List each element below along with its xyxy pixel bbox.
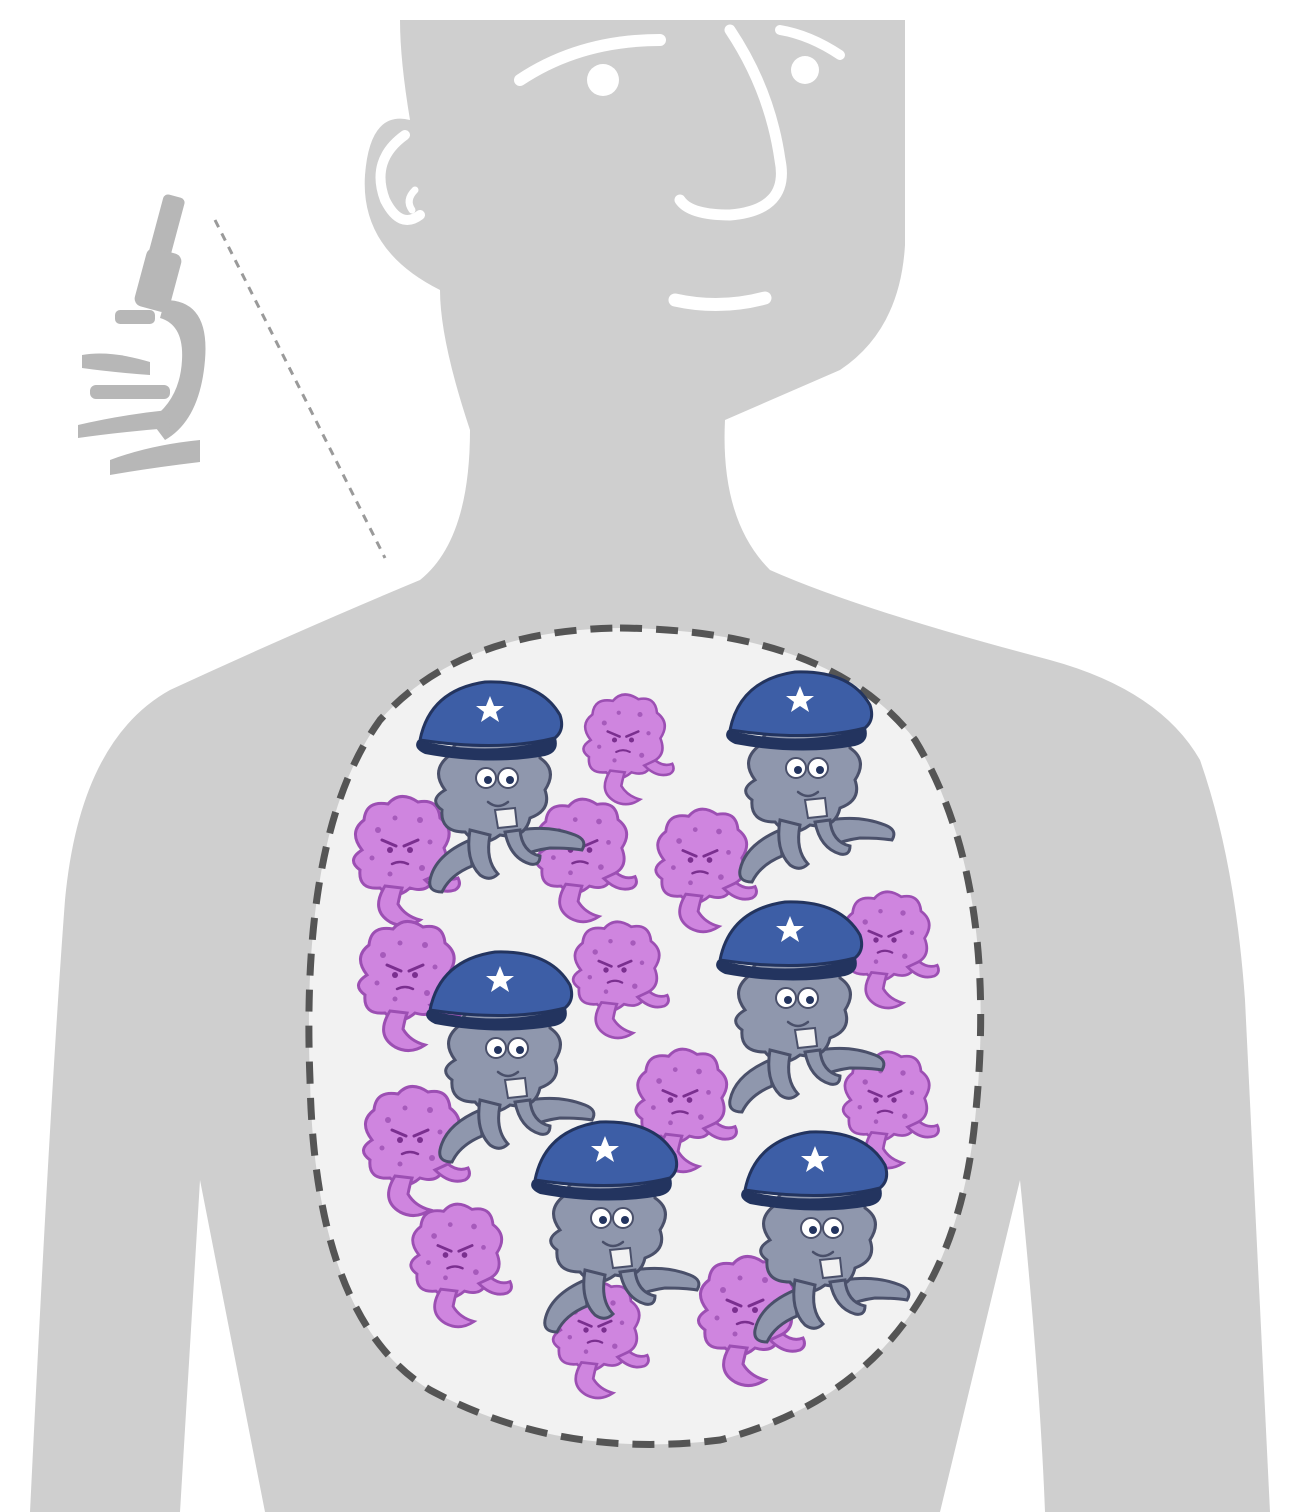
mouth (675, 298, 765, 305)
right-eye (791, 56, 819, 84)
left-eye (587, 64, 619, 96)
microscope-icon (78, 193, 206, 475)
pointer-line (215, 220, 385, 558)
